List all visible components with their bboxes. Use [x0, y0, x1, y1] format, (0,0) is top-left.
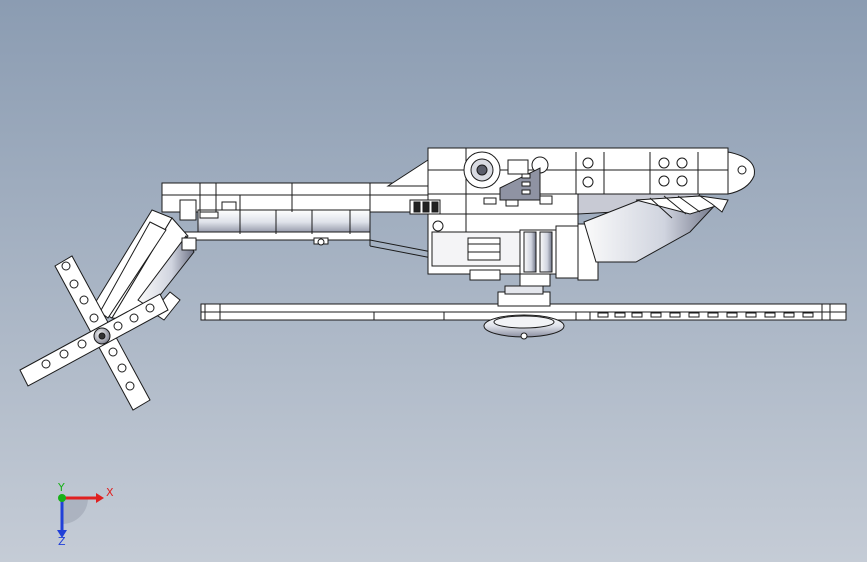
x-axis-arrowhead [96, 493, 104, 503]
rotor-hub [483, 285, 565, 340]
tail-boom [161, 182, 433, 259]
triad-shadow [62, 498, 88, 524]
main-rotor-blade [200, 303, 847, 321]
y-axis-indicator [58, 494, 66, 502]
y-axis-label: Y [57, 481, 65, 494]
orientation-triad[interactable]: X Y Z [40, 476, 120, 546]
x-axis-label: X [106, 486, 114, 499]
z-axis-arrowhead [57, 530, 67, 538]
z-axis-label: Z [58, 535, 66, 546]
tail-rotor [19, 255, 169, 411]
nose-cockpit [583, 195, 729, 263]
